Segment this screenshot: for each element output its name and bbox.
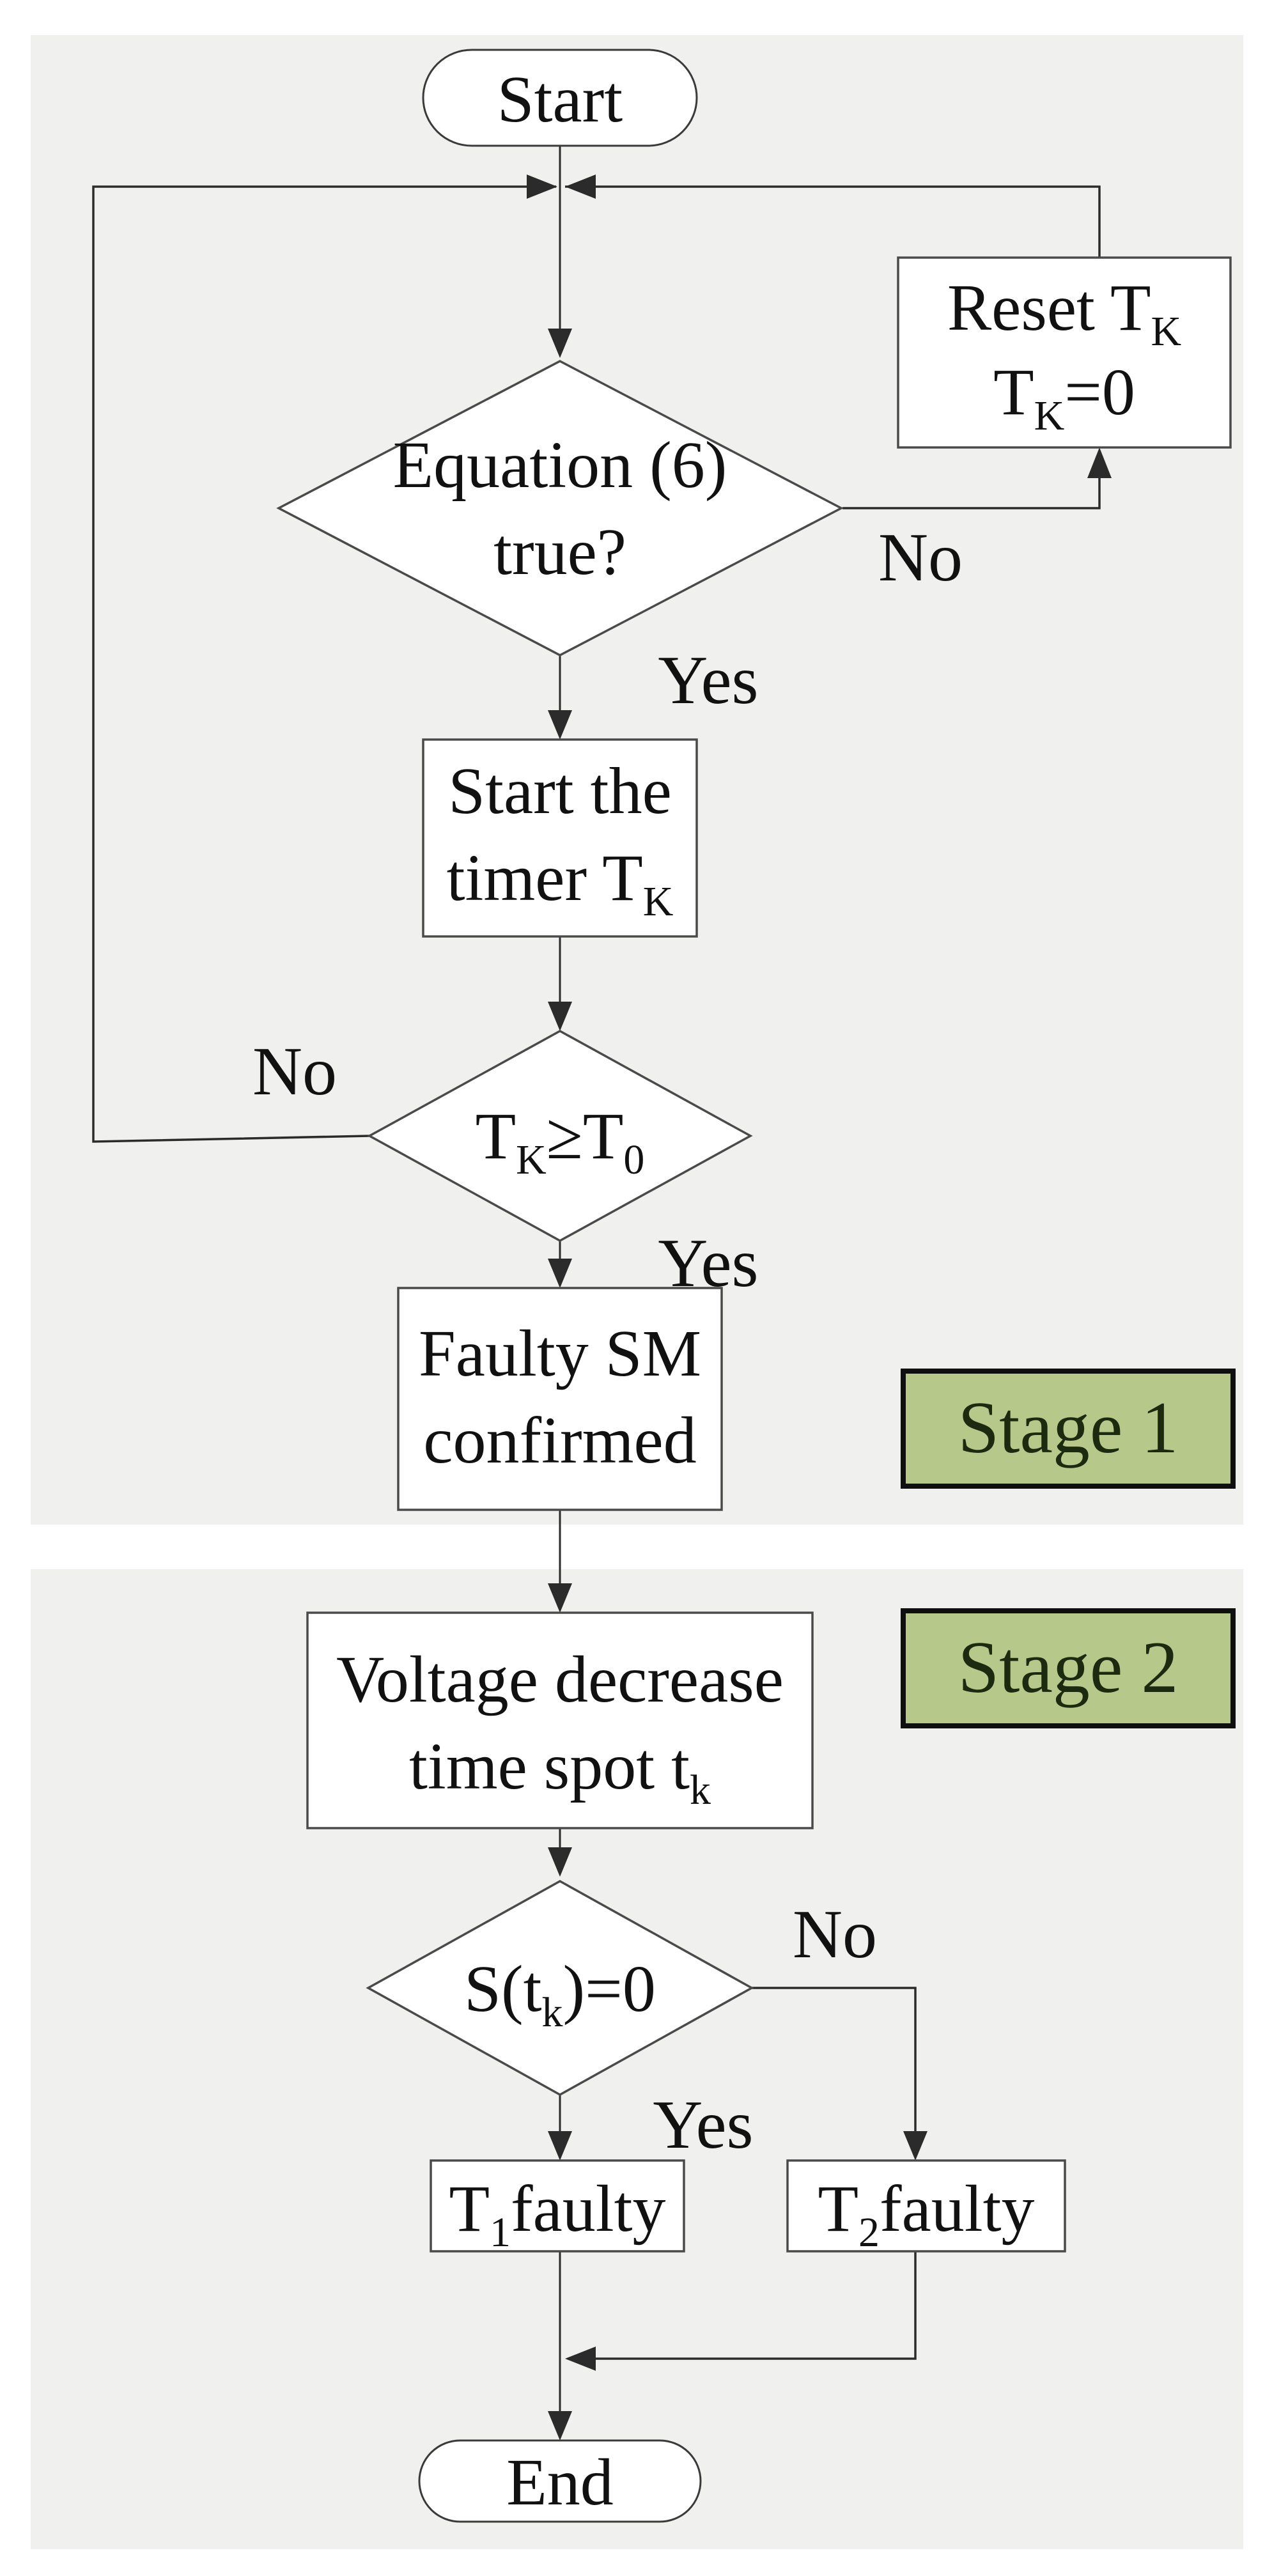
reset-tk-line2: TK=0 <box>993 355 1135 439</box>
arrowhead-into-voltage-box <box>548 1583 572 1613</box>
arrowhead-junction-right <box>527 175 557 199</box>
s-diamond-shape <box>366 1879 754 2097</box>
t2-tail: faulty <box>880 2172 1035 2246</box>
reset-line1-main: Reset T <box>947 271 1151 345</box>
t2-subscript: 2 <box>858 2209 880 2256</box>
start-label: Start <box>497 63 623 136</box>
tk-diamond-shape <box>367 1030 753 1242</box>
edge-labels: Yes No No Yes No Yes <box>252 520 963 2163</box>
t2-shape <box>786 2159 1066 2253</box>
t1-subscript: 1 <box>490 2209 511 2256</box>
tk-sub1: K <box>516 1137 547 1183</box>
edge-left-feedback-loop <box>92 185 556 1143</box>
edge-s-no-to-t2 <box>752 1987 917 2155</box>
voltage-line1: Voltage decrease <box>336 1643 784 1716</box>
tk-sub2: 0 <box>623 1137 644 1183</box>
arrowhead-junction-left <box>565 175 596 199</box>
end-label: End <box>506 2446 614 2519</box>
stage2-label: Stage 2 <box>958 1627 1179 1709</box>
node-faulty-sm: Faulty SM confirmed <box>397 1287 723 1511</box>
node-t1-faulty: T1faulty <box>430 2159 685 2256</box>
equation-line1: Equation (6) <box>393 428 727 502</box>
arrowhead-into-reset-box <box>1087 447 1112 478</box>
faulty-sm-line1: Faulty SM <box>419 1317 701 1390</box>
arrowhead-into-s-diamond <box>548 1847 572 1877</box>
end-shape <box>418 2439 702 2523</box>
arrowhead-into-end <box>548 2411 572 2440</box>
arrowhead-into-timer-box <box>548 710 572 740</box>
edges <box>92 146 1112 2440</box>
node-voltage-decrease: Voltage decrease time spot tk <box>306 1611 814 1829</box>
t2-label: T2faulty <box>818 2172 1034 2256</box>
s-part1: S(t <box>464 1952 541 2026</box>
nodes: Start Reset TK TK=0 Equation (6) true? S… <box>276 49 1236 2523</box>
start-timer-line2: timer TK <box>447 841 674 925</box>
node-decision-equation: Equation (6) true? <box>276 360 844 656</box>
edge-reset-to-junction <box>565 185 1101 258</box>
reset-line2-tail: =0 <box>1064 355 1135 429</box>
faulty-sm-line2: confirmed <box>423 1404 696 1477</box>
reset-line1-subscript: K <box>1151 308 1182 355</box>
t1-main: T <box>449 2172 490 2246</box>
label-no-s: No <box>793 1897 877 1973</box>
label-no-equation: No <box>878 520 963 596</box>
node-start: Start <box>422 49 698 147</box>
s-sub1: k <box>542 1989 563 2036</box>
t1-tail: faulty <box>511 2172 666 2246</box>
arrowhead-into-faulty-box <box>548 1259 572 1288</box>
t1-shape <box>430 2159 685 2253</box>
t2-main: T <box>818 2172 858 2246</box>
s-condition-label: S(tk)=0 <box>464 1952 656 2036</box>
equation-line2: true? <box>493 515 626 589</box>
voltage-line2: time spot tk <box>409 1730 711 1813</box>
reset-tk-shape <box>897 256 1232 449</box>
start-shape <box>422 49 698 147</box>
stage1-box <box>901 1369 1236 1489</box>
label-yes-timer: Yes <box>658 1225 758 1301</box>
s-part2: )=0 <box>563 1952 656 2026</box>
voltage-line2-subscript: k <box>690 1767 711 1813</box>
node-reset-tk: Reset TK TK=0 <box>897 256 1232 449</box>
stage1-label: Stage 1 <box>958 1387 1179 1469</box>
stage2-tag: Stage 2 <box>901 1608 1236 1728</box>
faulty-sm-shape <box>397 1287 723 1511</box>
start-timer-line2-subscript: K <box>643 878 674 925</box>
t1-label: T1faulty <box>449 2172 665 2256</box>
start-timer-line2-main: timer T <box>447 841 643 915</box>
voltage-line2-main: time spot t <box>409 1730 690 1803</box>
node-decision-s: S(tk)=0 <box>366 1879 754 2097</box>
label-yes-s: Yes <box>653 2087 753 2163</box>
node-end: End <box>418 2439 702 2523</box>
node-t2-faulty: T2faulty <box>786 2159 1066 2256</box>
tk-condition-label: TK≥T0 <box>476 1099 645 1183</box>
edge-t2-to-merge <box>568 2251 917 2360</box>
tk-part1: T <box>476 1099 516 1173</box>
tk-part2: ≥T <box>547 1099 624 1173</box>
arrowhead-into-tk-diamond <box>548 1002 572 1031</box>
stage2-box <box>901 1608 1236 1728</box>
arrowhead-merge-left <box>565 2347 596 2371</box>
reset-line2-main: T <box>993 355 1034 429</box>
node-decision-timer: TK≥T0 <box>367 1030 753 1242</box>
equation-diamond-shape <box>276 360 844 656</box>
arrowhead-into-t2-box <box>903 2131 927 2161</box>
arrowhead-into-t1-box <box>548 2131 572 2161</box>
label-no-timer: No <box>252 1034 337 1110</box>
start-timer-line1: Start the <box>448 754 671 828</box>
label-yes-equation: Yes <box>658 642 758 718</box>
node-start-timer: Start the timer TK <box>422 738 698 938</box>
reset-tk-line1: Reset TK <box>947 271 1181 355</box>
start-timer-shape <box>422 738 698 938</box>
stage1-tag: Stage 1 <box>901 1369 1236 1489</box>
reset-line2-subscript: K <box>1034 392 1065 439</box>
arrowhead-into-equation-diamond <box>548 329 572 358</box>
voltage-shape <box>306 1611 814 1829</box>
